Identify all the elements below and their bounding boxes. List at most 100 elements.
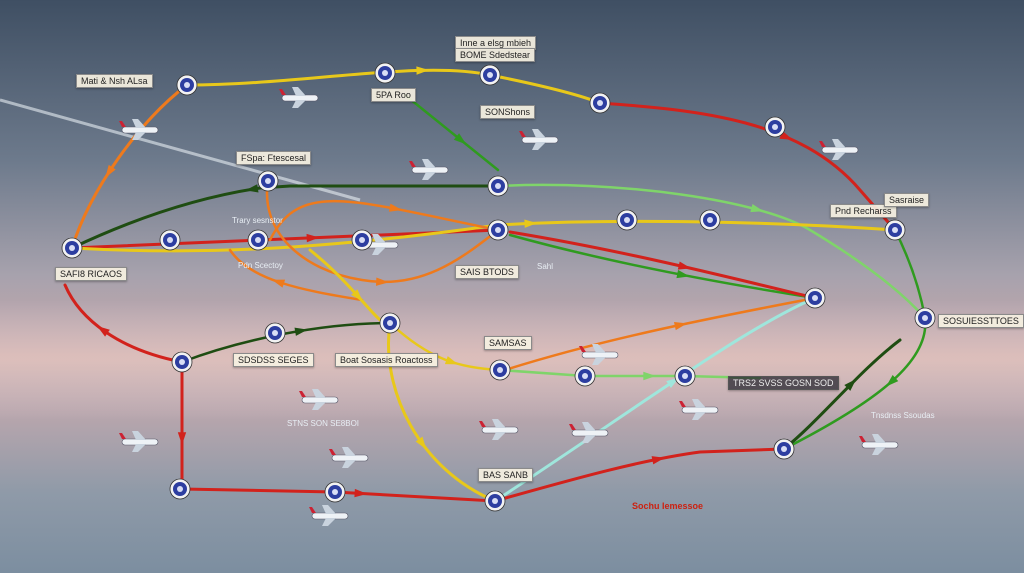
airport-node-icon[interactable]	[264, 322, 286, 344]
airport-node-icon[interactable]	[616, 209, 638, 231]
route-arrow	[376, 277, 389, 286]
route-line	[387, 321, 497, 503]
airport-node-icon[interactable]	[764, 116, 786, 138]
route-arrow	[354, 488, 368, 498]
route-line	[508, 230, 817, 300]
airport-node-icon[interactable]	[351, 229, 373, 251]
route-arrow	[245, 184, 259, 193]
route-arrow	[651, 456, 665, 465]
route-line	[265, 179, 500, 284]
airport-node-icon[interactable]	[247, 229, 269, 251]
route-line	[782, 228, 927, 451]
airport-node-icon[interactable]	[884, 219, 906, 241]
airplane-icon	[409, 159, 449, 180]
route-line	[493, 447, 786, 503]
route-arrow	[415, 436, 427, 450]
place-label: STNS SON SE8BOI	[287, 419, 360, 428]
airplane-icon	[859, 434, 899, 455]
place-label: BOME Sdedstear	[455, 48, 536, 62]
route-arrow	[105, 164, 116, 178]
airport-node-icon[interactable]	[159, 229, 181, 251]
airport-node-icon[interactable]	[479, 64, 501, 86]
route-arrow	[453, 133, 467, 145]
place-label: TRS2 SVSS GOSN SOD	[728, 376, 839, 390]
route-arrow	[388, 203, 403, 212]
place-label: Pdn Scectoy	[238, 261, 283, 270]
airport-node-icon[interactable]	[176, 74, 198, 96]
route-line	[508, 233, 817, 300]
airplane-icon	[819, 139, 859, 160]
airport-node-icon[interactable]	[804, 287, 826, 309]
route-arrow	[444, 356, 459, 365]
airport-node-icon[interactable]	[169, 478, 191, 500]
route-arrow	[416, 66, 430, 75]
airport-node-icon[interactable]	[324, 481, 346, 503]
airport-node-icon[interactable]	[257, 170, 279, 192]
route-line	[388, 321, 502, 372]
place-label: Mati & Nsh ALsa	[76, 74, 153, 88]
place-label: SAFI8 RICAOS	[55, 267, 128, 281]
airport-node-icon[interactable]	[699, 209, 721, 231]
airplane-icon	[519, 129, 559, 150]
place-label: Sochu Iemessoe	[632, 501, 704, 511]
place-label: Pnd Recharss	[830, 204, 897, 218]
route-arrow	[351, 289, 363, 302]
airplane-icon	[479, 419, 519, 440]
route-line	[70, 83, 189, 250]
airport-node-icon[interactable]	[773, 438, 795, 460]
place-label: SDSDSS SEGES	[233, 353, 314, 367]
place-label: Tnsdnss Ssoudas	[871, 411, 935, 420]
route-line	[498, 368, 762, 380]
route-arrow	[844, 378, 857, 391]
airport-node-icon[interactable]	[489, 359, 511, 381]
route-arrow	[886, 374, 899, 387]
route-arrow	[750, 204, 764, 213]
airport-node-icon[interactable]	[487, 219, 509, 241]
route-line	[185, 68, 602, 105]
place-label: Trary sesnstor	[232, 216, 283, 225]
airport-node-icon[interactable]	[674, 365, 696, 387]
airport-node-icon[interactable]	[914, 307, 936, 329]
route-arrow	[177, 432, 187, 445]
route-arrow	[643, 371, 656, 381]
airplane-icon	[679, 399, 719, 420]
airplane-icon	[329, 447, 369, 468]
airport-node-icon[interactable]	[589, 92, 611, 114]
place-label: SOSUIESSTTOES	[938, 314, 1024, 328]
place-label: SAMSAS	[484, 336, 532, 350]
airport-node-icon[interactable]	[61, 237, 83, 259]
airplane-icon	[309, 505, 349, 526]
route-line	[403, 93, 500, 172]
airplane-icon	[119, 431, 159, 452]
place-label: Sahl	[537, 262, 554, 271]
route-line	[503, 296, 817, 372]
route-arrow	[306, 233, 320, 243]
route-arrow	[524, 219, 538, 228]
route-arrow	[271, 279, 286, 288]
airplane-icon	[569, 422, 609, 443]
place-label: 5PA Roo	[371, 88, 416, 102]
route-line	[496, 183, 927, 320]
airport-node-icon[interactable]	[374, 62, 396, 84]
route-arrow	[294, 327, 308, 336]
airplane-icon	[279, 87, 319, 108]
route-arrow	[97, 326, 110, 337]
airport-node-icon[interactable]	[574, 365, 596, 387]
route-line	[782, 338, 902, 451]
route-arrow	[677, 261, 692, 270]
airport-node-icon[interactable]	[171, 351, 193, 373]
route-line	[598, 101, 897, 232]
airport-node-icon[interactable]	[487, 175, 509, 197]
place-label: BAS SANB	[478, 468, 534, 482]
airplane-icon	[119, 119, 159, 140]
airport-node-icon[interactable]	[379, 312, 401, 334]
route-line	[268, 199, 500, 242]
route-arrow	[674, 321, 688, 331]
airplane-icon	[579, 344, 619, 365]
place-label: Sasraise	[884, 193, 930, 207]
place-label: Boat Sosasis Roactoss	[335, 353, 438, 367]
place-label: FSpa: Ftescesal	[236, 151, 312, 165]
place-label: SAIS BTODS	[455, 265, 519, 279]
airport-node-icon[interactable]	[484, 490, 506, 512]
